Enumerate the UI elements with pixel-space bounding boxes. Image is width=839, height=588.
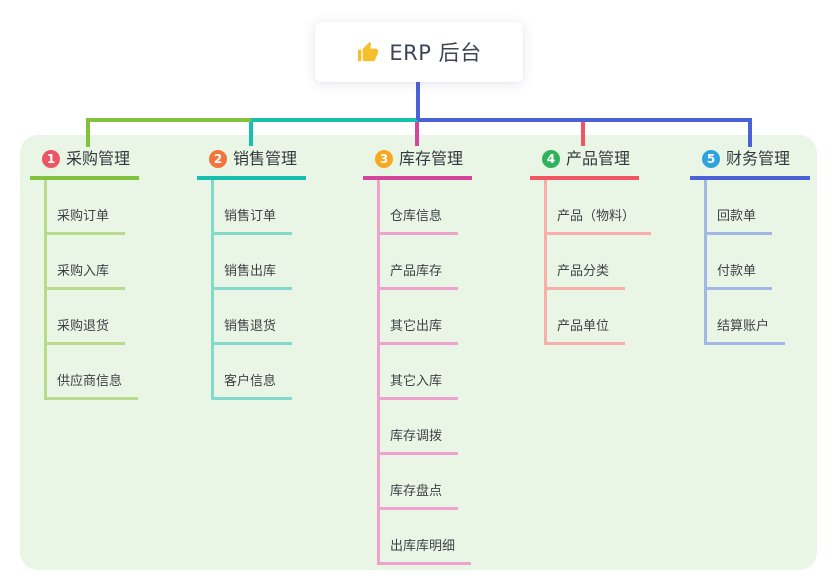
branch-label-inventory[interactable]: 3 库存管理	[363, 148, 473, 180]
child-node[interactable]: 销售退货	[211, 318, 293, 345]
child-node[interactable]: 仓库信息	[377, 208, 459, 235]
child-node[interactable]: 采购订单	[44, 208, 126, 235]
child-node[interactable]: 回款单	[704, 208, 773, 235]
branch-label-text: 产品管理	[566, 149, 631, 168]
branch-spine-line	[544, 180, 547, 342]
root-stem-line	[416, 82, 420, 120]
branch-index-badge: 2	[209, 150, 227, 168]
branch-index-badge: 5	[702, 150, 720, 168]
child-node[interactable]: 产品库存	[377, 263, 459, 290]
child-node[interactable]: 产品分类	[544, 263, 626, 290]
child-node[interactable]: 出库库明细	[377, 538, 472, 565]
branch-index-badge: 4	[542, 150, 560, 168]
branch-index-badge: 3	[375, 150, 393, 168]
branch-label-text: 采购管理	[66, 149, 131, 168]
branch-bar-segment	[86, 118, 251, 122]
branch-label-purchase[interactable]: 1 采购管理	[30, 148, 140, 180]
branch-label-text: 销售管理	[233, 149, 298, 168]
child-node[interactable]: 客户信息	[211, 373, 293, 400]
child-node[interactable]: 销售订单	[211, 208, 293, 235]
branch-label-finance[interactable]: 5 财务管理	[690, 148, 810, 180]
child-node[interactable]: 产品（物料）	[544, 208, 652, 235]
child-node[interactable]: 库存盘点	[377, 483, 459, 510]
child-node[interactable]: 采购入库	[44, 263, 126, 290]
branch-drop-line	[249, 120, 253, 146]
child-node[interactable]: 产品单位	[544, 318, 626, 345]
branch-drop-line	[581, 120, 585, 146]
child-node[interactable]: 结算账户	[704, 318, 786, 345]
mindmap-canvas	[20, 135, 817, 570]
branch-spine-line	[704, 180, 707, 342]
child-node[interactable]: 付款单	[704, 263, 773, 290]
branch-spine-line	[377, 180, 380, 562]
thumbs-up-icon	[358, 41, 379, 61]
child-node[interactable]: 库存调拨	[377, 428, 459, 455]
branch-drop-line	[415, 121, 419, 146]
branch-bar-segment	[418, 118, 752, 122]
branch-label-text: 财务管理	[726, 149, 791, 168]
child-node[interactable]: 销售出库	[211, 263, 293, 290]
branch-bar-segment	[251, 118, 418, 122]
root-node[interactable]: ERP 后台	[315, 22, 523, 82]
branch-label-sales[interactable]: 2 销售管理	[197, 148, 307, 180]
child-node[interactable]: 其它出库	[377, 318, 459, 345]
root-title: ERP 后台	[389, 41, 482, 65]
branch-drop-line	[748, 118, 752, 147]
child-node[interactable]: 其它入库	[377, 373, 459, 400]
child-node[interactable]: 采购退货	[44, 318, 126, 345]
branch-label-text: 库存管理	[399, 149, 464, 168]
branch-label-product[interactable]: 4 产品管理	[530, 148, 640, 180]
child-node[interactable]: 供应商信息	[44, 373, 139, 400]
branch-index-badge: 1	[42, 150, 60, 168]
branch-drop-line	[86, 118, 90, 147]
